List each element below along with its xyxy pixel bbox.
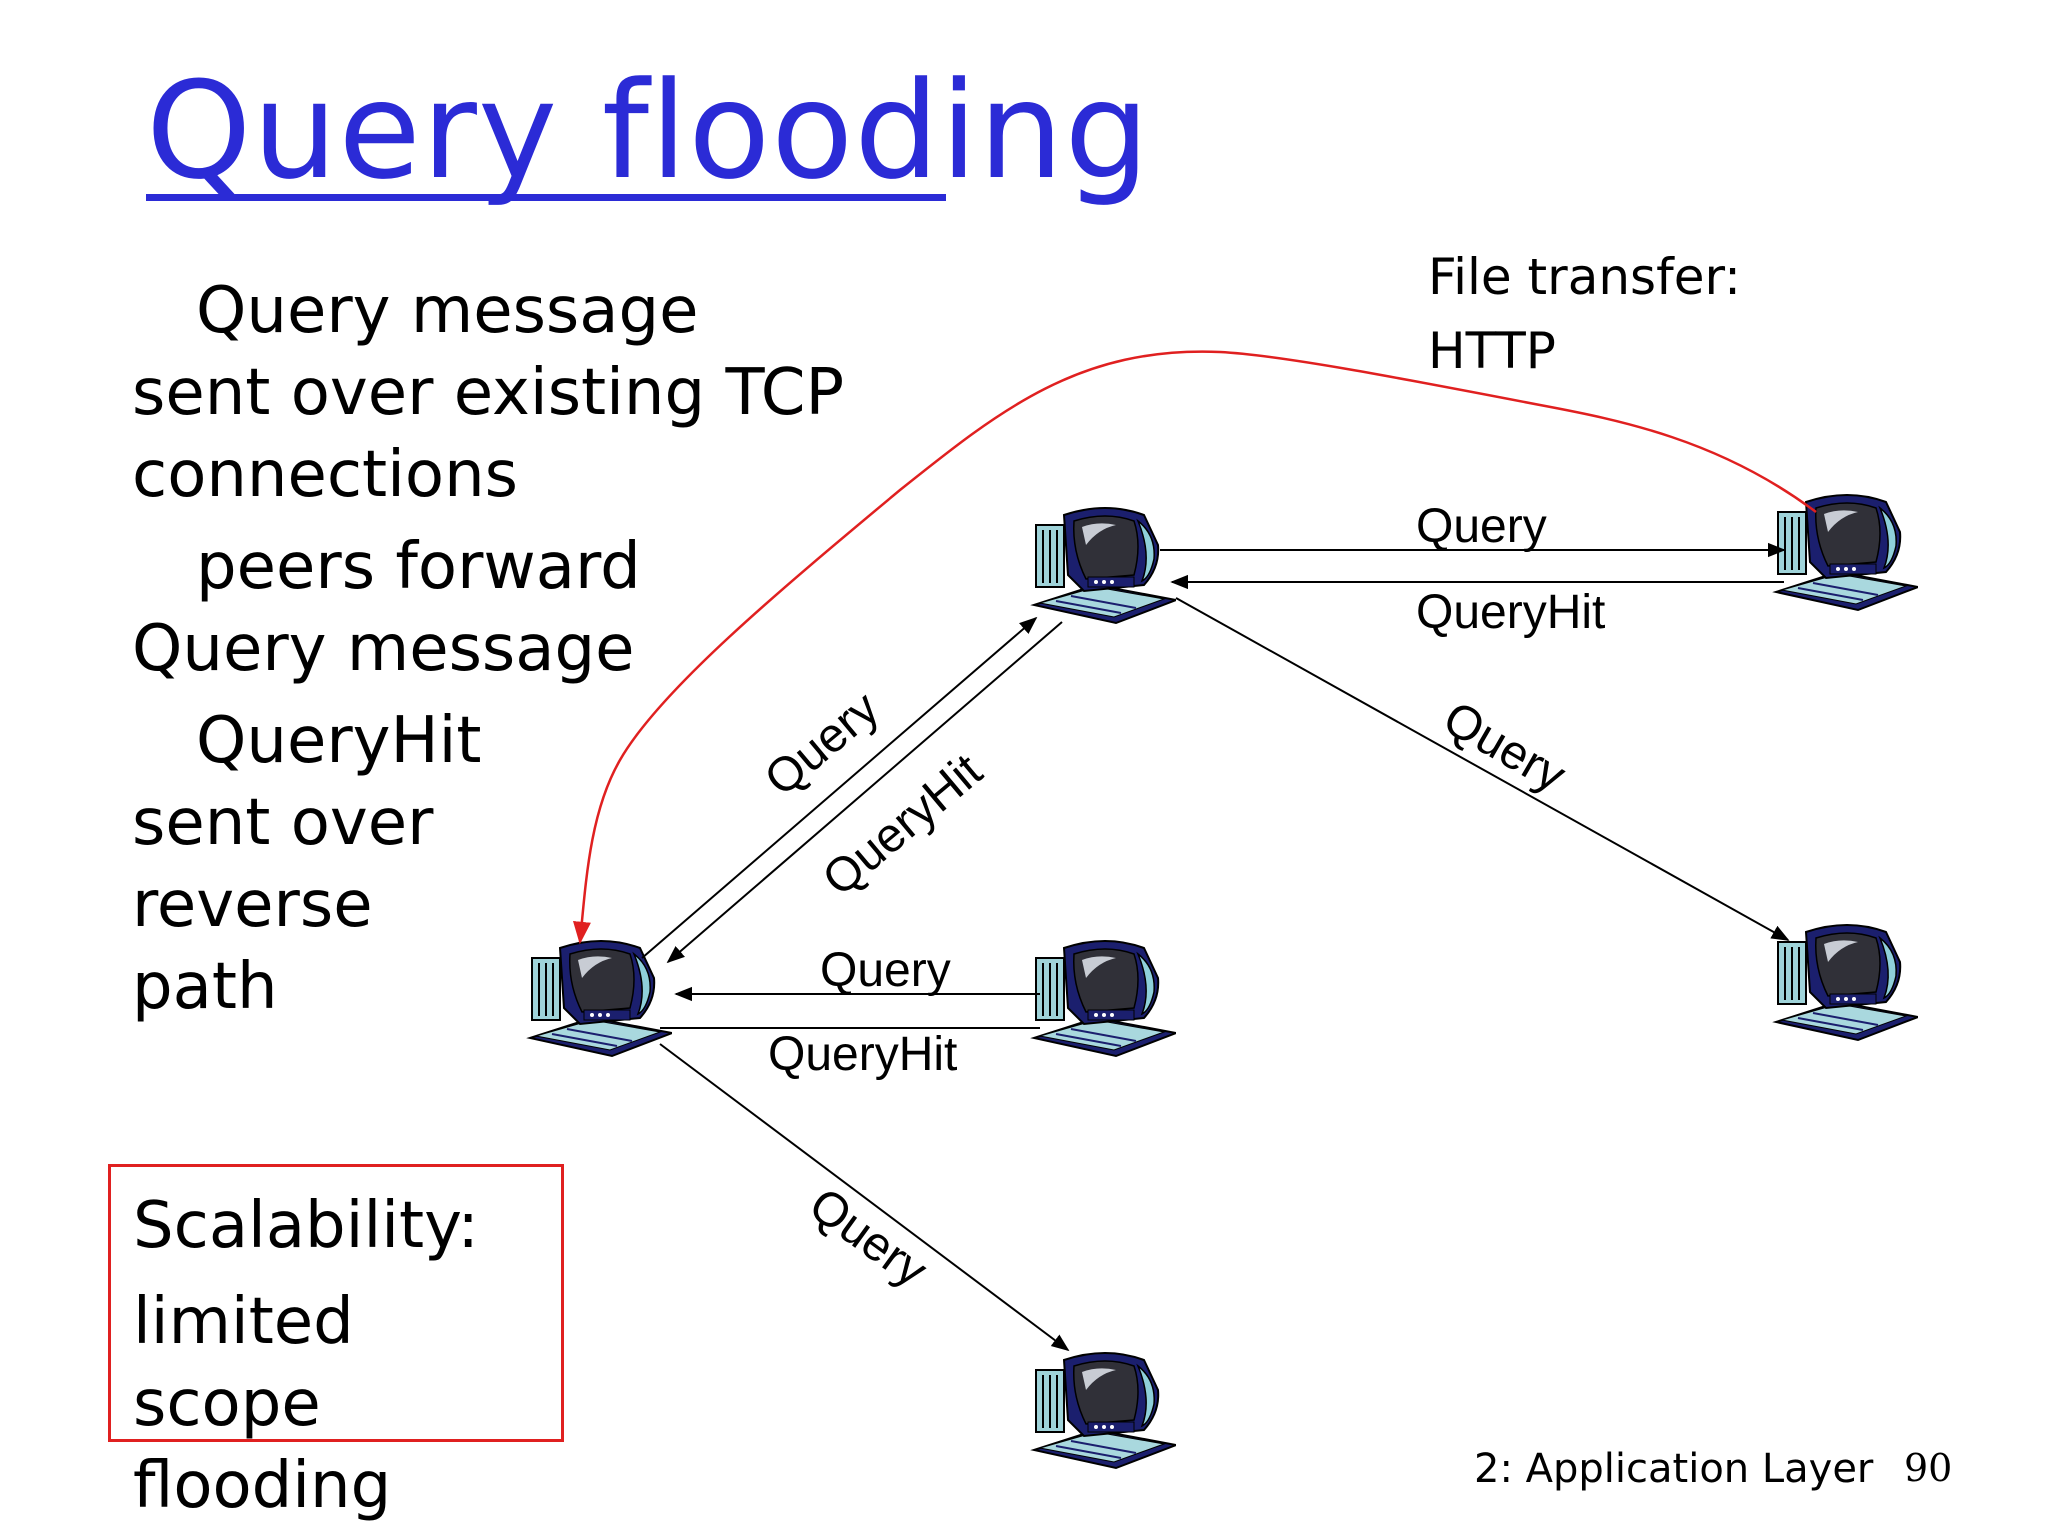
bullet-line: sent over	[132, 786, 434, 860]
bullet-queryhit: QueryHit sent over reverse path	[132, 700, 844, 1028]
computer-icon	[1033, 940, 1176, 1057]
file-transfer-label: File transfer: HTTP	[1428, 240, 1741, 388]
query-label: Query	[820, 944, 951, 997]
scalability-heading: Scalability:	[133, 1189, 479, 1263]
computer-icon	[1775, 924, 1918, 1041]
page-number: 90	[1904, 1446, 1953, 1490]
bullet-peers-forward: peers forward Query message	[132, 526, 844, 690]
queryhit-label: QueryHit	[813, 744, 992, 906]
title-underline	[146, 194, 946, 201]
page-title: Query flooding	[146, 53, 1151, 209]
query-arrow	[1175, 597, 1790, 941]
bullet-line: connections	[132, 438, 518, 512]
query-label: Query	[800, 1178, 937, 1298]
bullet-line: reverse	[132, 868, 373, 942]
queryhit-arrow	[666, 621, 1063, 964]
bullet-line: path	[132, 950, 278, 1024]
computer-icon	[1775, 494, 1918, 611]
bullet-line: QueryHit	[196, 704, 482, 778]
bullet-line: Query message	[196, 274, 699, 348]
queryhit-label: QueryHit	[1416, 586, 1605, 639]
computer-icon	[529, 940, 672, 1057]
queryhit-label: QueryHit	[768, 1028, 957, 1081]
bullet-list: Query message sent over existing TCP con…	[132, 270, 844, 1038]
query-arrow	[659, 1043, 1070, 1352]
computer-icon	[1033, 1352, 1176, 1469]
bullet-line: Query message	[132, 612, 635, 686]
file-transfer-line: File transfer:	[1428, 248, 1741, 306]
query-label: Query	[1416, 500, 1547, 553]
footer-chapter: 2: Application Layer	[1474, 1446, 1874, 1492]
computer-icon	[1033, 507, 1176, 624]
query-arrow	[641, 616, 1038, 959]
scalability-line: limited scope	[133, 1285, 354, 1441]
bullet-line: sent over existing TCP	[132, 356, 845, 430]
http-transfer-arrow	[572, 350, 1817, 945]
query-label: Query	[1435, 692, 1575, 803]
scalability-line: flooding	[133, 1449, 392, 1523]
scalability-box: Scalability: limited scope flooding	[108, 1164, 564, 1523]
bullet-query-message: Query message sent over existing TCP con…	[132, 270, 844, 516]
file-transfer-line: HTTP	[1428, 322, 1556, 380]
bullet-line: peers forward	[196, 530, 641, 604]
